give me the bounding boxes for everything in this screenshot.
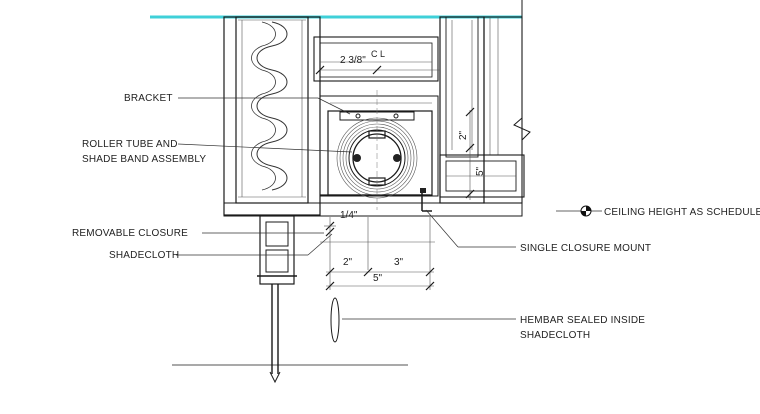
roller-tube-label-line2: SHADE BAND ASSEMBLY xyxy=(82,154,206,165)
ceiling-datum-icon xyxy=(556,205,602,217)
bracket-label: BRACKET xyxy=(124,93,173,104)
dimension-lines xyxy=(315,65,475,291)
leader-lines xyxy=(176,97,516,320)
roller-tube-assembly xyxy=(336,90,418,210)
dim-right-width: 3" xyxy=(394,257,404,268)
roller-tube-label-line1: ROLLER TUBE AND xyxy=(82,139,178,150)
dim-top-offset: 2 3/8" xyxy=(340,55,366,66)
ceiling-slab xyxy=(223,194,523,217)
dim-total-width: 5" xyxy=(373,273,383,284)
dim-left-width: 2" xyxy=(343,257,353,268)
removable-closure-label: REMOVABLE CLOSURE xyxy=(72,228,188,239)
insulation-inner xyxy=(251,21,276,191)
insulation xyxy=(256,21,288,191)
right-structure xyxy=(439,0,531,204)
hembar-ellipse xyxy=(330,297,340,343)
top-channel xyxy=(313,36,439,82)
dim-gap: 1/4" xyxy=(340,210,358,221)
pocket-enclosure xyxy=(319,95,439,197)
centerline-symbol: C L xyxy=(371,49,385,59)
single-closure-mount xyxy=(420,188,432,212)
hembar-closure xyxy=(257,215,297,384)
single-closure-mount-label: SINGLE CLOSURE MOUNT xyxy=(520,243,651,254)
dim-right-vertical-large: 5" xyxy=(475,166,486,176)
dim-right-vertical-small: 2" xyxy=(458,130,469,140)
shadecloth-label: SHADECLOTH xyxy=(109,250,179,261)
hembar-label-line1: HEMBAR SEALED INSIDE xyxy=(520,315,645,326)
ceiling-height-label: CEILING HEIGHT AS SCHEDULED xyxy=(604,207,760,218)
wall-soffit xyxy=(223,16,321,216)
hembar-label-line2: SHADECLOTH xyxy=(520,330,590,341)
